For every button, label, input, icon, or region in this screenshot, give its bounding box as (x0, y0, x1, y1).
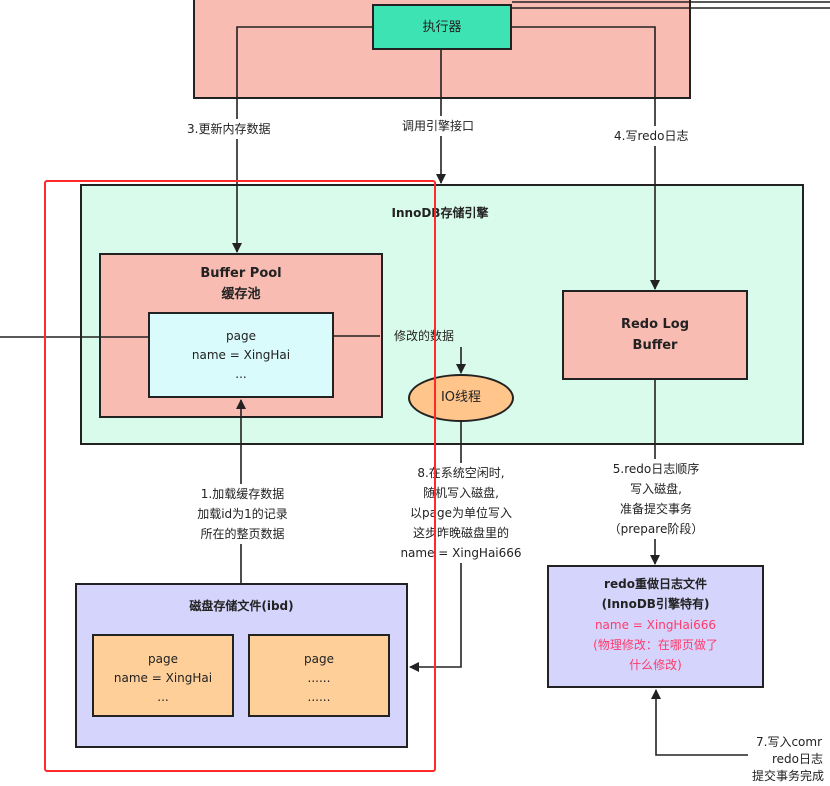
disk-page-b-box (248, 634, 390, 717)
redo-log-buffer-line2: Buffer (632, 338, 678, 353)
label-step7-line3: 提交事务完成 (752, 769, 825, 783)
redo-file-line2: (InnoDB引擎特有) (601, 597, 710, 611)
label-step7-line2: redo日志 (772, 752, 824, 766)
label-step8-line5: name = XingHai666 (400, 546, 522, 560)
buffer-pool-title: Buffer Pool (200, 266, 282, 281)
redo-log-buffer-line1: Redo Log (620, 317, 690, 332)
label-step3: 3.更新内存数据 (185, 119, 273, 139)
label-step8-line1: 8.在系统空闲时, (417, 466, 505, 480)
highlight-frame (44, 180, 436, 772)
label-step5-line1: 5.redo日志顺序 (612, 462, 700, 476)
label-step4: 4.写redo日志 (612, 126, 691, 146)
disk-page-a-line1: page (148, 652, 178, 666)
innodb-engine-title: InnoDB存储引擎 (391, 206, 489, 220)
label-step5-line3: 准备提交事务 (619, 502, 692, 516)
buffer-pool-subtitle: 缓存池 (221, 287, 261, 302)
arrow-step3 (232, 26, 372, 253)
buffer-page-line2: name = XingHai (191, 348, 291, 362)
io-thread-ellipse (408, 374, 514, 422)
label-step1: 1.加载缓存数据 加载id为1的记录 所在的整页数据 (180, 484, 305, 544)
label-step5: 5.redo日志顺序 写入磁盘, 准备提交事务 （prepare阶段） (590, 459, 722, 539)
executor-label: 执行器 (422, 20, 462, 35)
buffer-page-line3: ... (235, 367, 247, 381)
executor-box: 执行器 (372, 4, 512, 50)
label-step5-line2: 写入磁盘, (630, 482, 682, 496)
disk-page-a-line3: ... (157, 690, 169, 704)
label-step7-line1: 7.写入comr (756, 735, 823, 749)
label-step8-line2: 随机写入磁盘, (423, 486, 499, 500)
label-step1-line2: 加载id为1的记录 (197, 507, 288, 521)
buffer-page-line1: page (226, 329, 256, 343)
label-modified-data: 修改的数据 (394, 329, 455, 343)
label-step5-line4: （prepare阶段） (608, 522, 704, 536)
disk-file-title: 磁盘存储文件(ibd) (189, 599, 294, 613)
buffer-page-box (148, 312, 334, 398)
disk-page-a-line2: name = XingHai (113, 671, 213, 685)
redo-file-box (547, 565, 764, 688)
redo-file-line1: redo重做日志文件 (604, 577, 707, 591)
label-step1-line1: 1.加载缓存数据 (200, 487, 285, 501)
redo-log-buffer-box (562, 290, 748, 380)
arrow-step4 (512, 26, 660, 290)
label-step7: 7.写入comr redo日志 提交事务完成 (748, 734, 830, 786)
disk-page-b-line1: page (304, 652, 334, 666)
io-thread-label: IO线程 (440, 390, 482, 405)
disk-page-a-box (92, 634, 234, 717)
redo-file-line3: name = XingHai666 (594, 618, 717, 632)
disk-page-b-line2: ...... (307, 671, 331, 685)
label-step1-line3: 所在的整页数据 (200, 527, 285, 541)
label-call-engine: 调用引擎接口 (400, 116, 477, 136)
label-step8-line4: 这步昨晚磁盘里的 (412, 526, 509, 540)
redo-file-line4: (物理修改：在哪页做了 (593, 638, 718, 652)
label-step8: 8.在系统空闲时, 随机写入磁盘, 以page为单位写入 这步昨晚磁盘里的 na… (392, 463, 530, 563)
disk-page-b-line3: ...... (307, 690, 331, 704)
redo-file-line5: 什么修改) (629, 658, 682, 672)
